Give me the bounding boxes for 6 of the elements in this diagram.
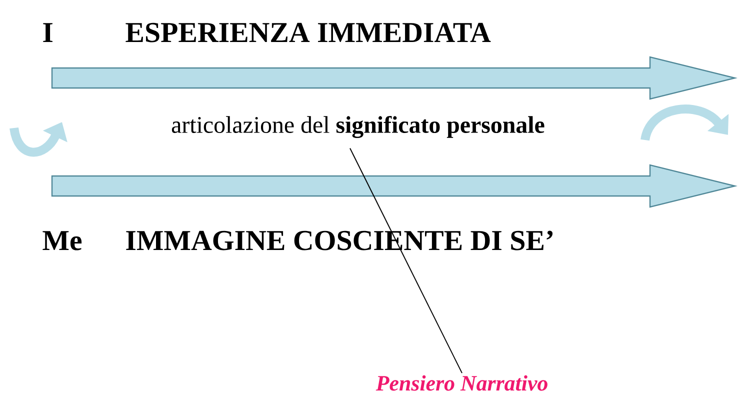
leader-line	[350, 148, 462, 374]
heading-text: ESPERIENZA IMMEDIATA	[126, 22, 491, 42]
body-text: articolazione del significato personale	[172, 116, 544, 138]
heading-text: Me	[42, 231, 82, 250]
callout-text: Pensiero Narrativo	[376, 375, 548, 391]
heading-text: I	[43, 23, 52, 42]
